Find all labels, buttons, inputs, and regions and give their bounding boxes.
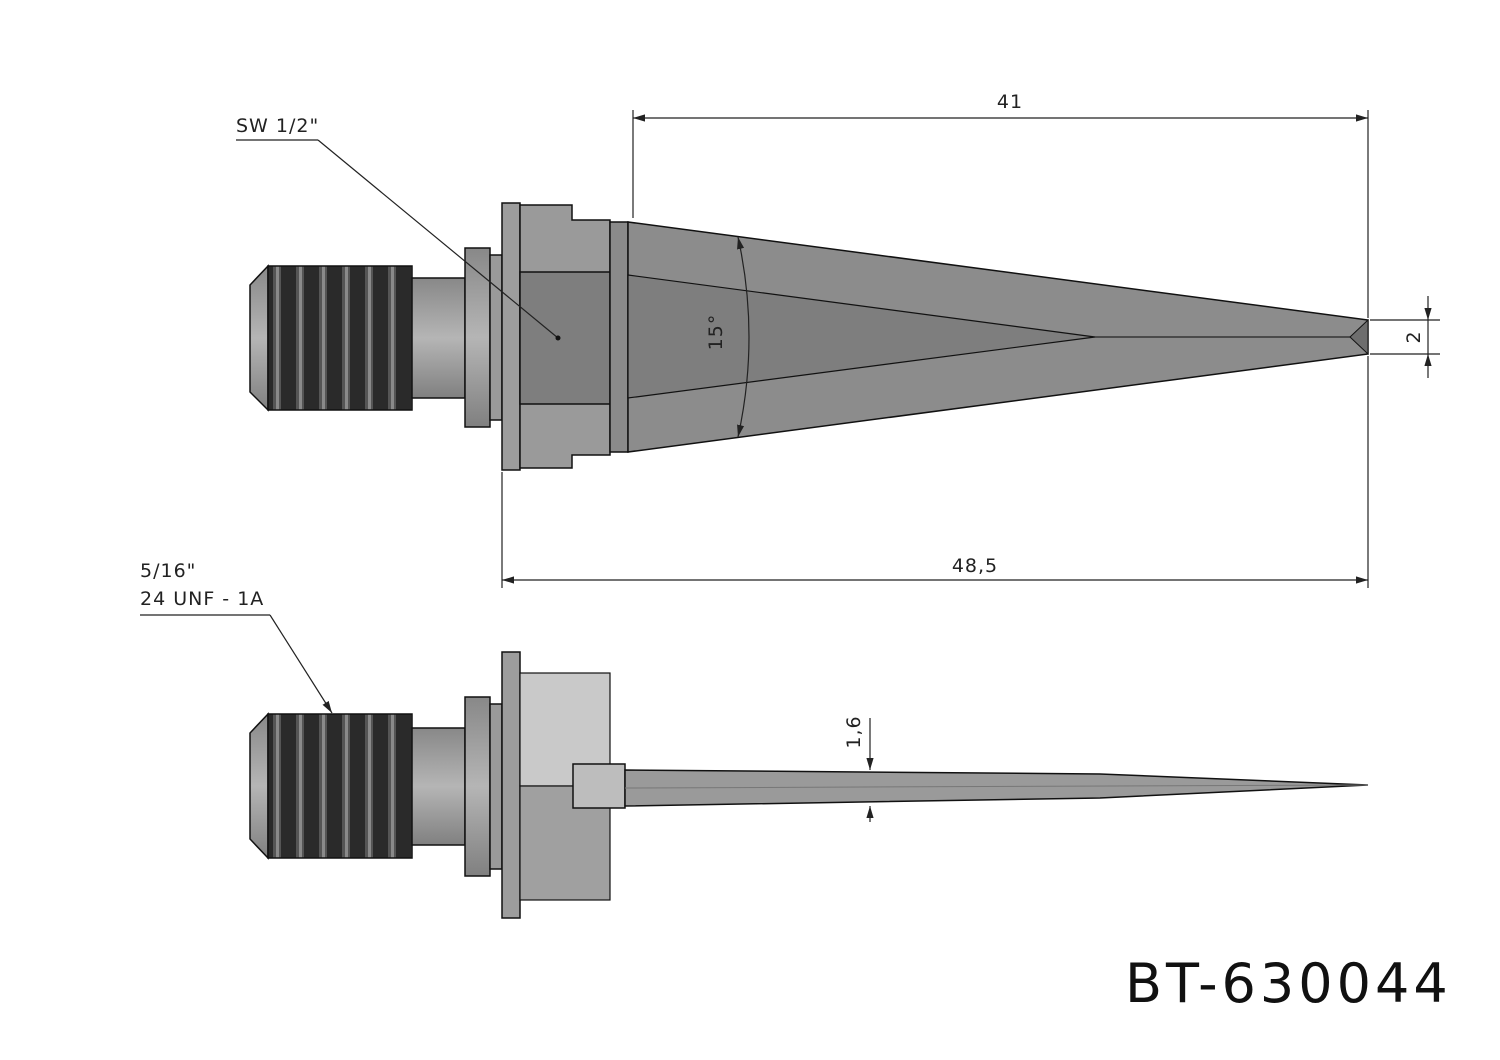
top-view: SW 1/2" 41 48,5 2 15° [236,91,1440,588]
neck [411,277,466,399]
blade-tip [1349,318,1369,356]
thread-chamfer [249,712,269,860]
thread-callout-line2: 24 UNF - 1A [140,588,264,610]
blade-face [627,274,1096,399]
dimension-thickness: 1,6 [843,715,865,748]
side-view: 1,6 5/16" 24 UNF - 1A [140,560,1369,919]
collar [464,696,491,877]
neck [411,727,466,846]
groove [489,254,503,421]
wrench-size-callout: SW 1/2" [236,115,319,137]
flange [501,651,521,919]
blade-needle [624,769,1369,807]
groove [489,703,503,870]
flange [501,202,521,471]
dimension-overall-length: 48,5 [952,555,998,577]
thread-callout-line1: 5/16" [140,560,196,582]
thread [267,713,413,859]
dimension-tip-width: 2 [1403,330,1425,343]
collar [464,247,491,428]
band [609,221,629,453]
part-number: BT-630044 [1125,952,1452,1015]
thread [267,265,413,411]
shank-block [572,763,626,809]
dimension-blade-length: 41 [997,91,1023,113]
hex-face [519,271,611,405]
dimension-angle: 15° [705,314,727,351]
thread-chamfer [249,264,269,412]
